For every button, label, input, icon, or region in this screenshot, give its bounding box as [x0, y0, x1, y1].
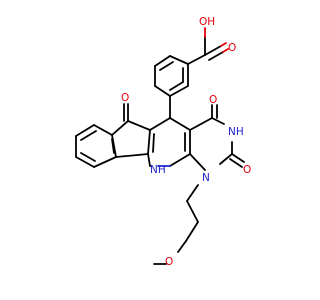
bond: [189, 117, 213, 131]
bond: [189, 153, 206, 171]
bond: [93, 156, 117, 168]
bond: [80, 152, 96, 162]
atom-n-pyr: N: [202, 172, 210, 184]
bond: [80, 130, 97, 141]
bond: [219, 153, 233, 165]
bond: [169, 153, 191, 167]
bond: [152, 133, 155, 153]
bonds: [75, 27, 245, 265]
bond: [111, 120, 129, 136]
bond: [208, 51, 224, 61]
bond: [187, 54, 206, 65]
atom-o-pyr-top: O: [209, 94, 217, 106]
bond: [111, 138, 115, 154]
molecule-structure: OH O O O NH O N NH O: [75, 16, 251, 268]
bond: [186, 200, 199, 223]
bond: [75, 124, 95, 137]
bond: [169, 81, 184, 91]
bond: [169, 85, 189, 97]
bond: [185, 221, 199, 242]
bond: [220, 42, 227, 47]
atom-nh-pyr: NH: [228, 126, 244, 138]
bond: [229, 158, 243, 168]
bond: [222, 48, 229, 53]
atom-oh: OH: [199, 16, 215, 28]
bond: [93, 124, 113, 136]
atom-labels: OH O O O NH O N NH O: [121, 16, 251, 268]
bond: [154, 55, 171, 67]
atom-o-ketone: O: [121, 92, 129, 104]
atom-o-pyr-bottom: O: [243, 164, 251, 176]
bond: [169, 117, 191, 131]
bond: [231, 153, 245, 163]
bond: [204, 45, 222, 56]
bond: [127, 120, 151, 131]
bond: [75, 156, 95, 168]
atom-nh-bridge: NH: [150, 164, 166, 176]
bond: [169, 55, 189, 65]
bond: [159, 61, 174, 71]
bond: [186, 184, 199, 202]
bond: [154, 85, 171, 97]
atom-o-acid: O: [228, 42, 236, 54]
bond: [177, 240, 187, 253]
bond: [147, 153, 151, 167]
atom-o-ether: O: [165, 256, 173, 268]
bond: [211, 117, 225, 125]
bond: [147, 129, 151, 155]
bond: [149, 117, 171, 131]
bond: [115, 153, 149, 158]
